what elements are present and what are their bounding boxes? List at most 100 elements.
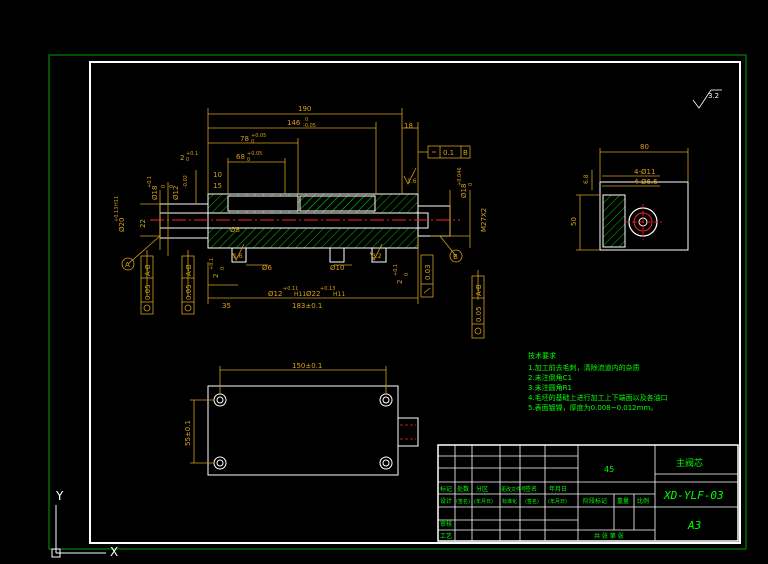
tb-label-design-sign: (签名) [456,498,470,505]
tb-part-name: 主阀芯 [676,457,703,469]
tb-label-process: 工艺 [440,532,452,540]
lower-port-3 [371,247,387,263]
side-holes-1: 4-Ø11 [634,168,655,176]
tb-label-standard-date: (年月日) [548,498,567,505]
dim-length-183: 183±0.1 [292,302,322,310]
dim-bottom-step: 2 [212,274,220,278]
note-3: 3.未注圆角R1 [528,383,572,392]
plan-view: 150±0.1 55±0.1 [184,362,419,476]
tol-dia-20: +0.13 [114,207,120,222]
tb-label-standard-sign: (签名) [525,498,539,505]
fit-dia-22: H11 [333,291,345,298]
svg-text:0.05: 0.05 [185,284,193,300]
dim-length-78: 78 [240,135,249,143]
dim-right-dia-18: Ø18 [460,184,468,198]
ucs-y-label: Y [55,489,64,503]
datum-a: A [121,257,135,271]
roughness-label-3: 3.2 [372,253,382,260]
roughness-label-1: 1.6 [407,178,417,185]
tb-label-zone: 分区 [476,485,488,493]
dim-length-35: 35 [222,302,231,310]
tol-bottom-step-upper: +0.1 [209,258,215,270]
tb-label-date: 年月日 [549,485,567,493]
tol-right-dia-18-lower: 0 [468,183,474,186]
fcf-runout-1: 0.05 A-B [140,255,154,315]
tb-label-design-date: (年月日) [474,498,493,505]
tb-label-sign: 签名 [525,485,537,493]
dim-dia-6: Ø6 [262,264,273,272]
tol-right-dia-18-upper: +0.046 [457,167,463,186]
tb-label-scale: 比例 [637,497,649,505]
side-holes-2: 4-Ø6.6 [634,178,658,186]
dim-22: 22 [139,219,147,228]
tol-left-step-lower: 0 [186,157,189,163]
tb-label-weight: 重量 [617,497,629,505]
dim-dia-12: Ø12 [172,186,180,200]
dim-left-groove: 10 [213,171,222,179]
fcf-parallel: 0.1 B [418,145,471,159]
tol-dia-18-lower: 0 [161,185,167,188]
tb-label-stage: 阶段标记 [583,497,607,505]
tol-bottom-step2-lower: 0 [404,273,410,276]
roughness-symbol-3 [369,243,383,261]
dim-overall-length: 190 [298,105,311,113]
tb-label-standard: 标准化 [502,498,517,505]
tb-sheet-size: A3 [687,519,701,532]
svg-text:0.03: 0.03 [424,264,432,280]
lower-port-2 [329,247,345,263]
side-top-offset: 6.8 [583,174,590,184]
svg-text:3.2: 3.2 [708,92,719,100]
tb-drawing-no: XD-YLF-03 [663,489,724,502]
tol-68-lower: 0 [247,157,250,163]
lower-port-1 [231,247,247,263]
tb-label-design: 设计 [440,497,452,505]
fit-dia-20: H11 [114,196,120,206]
inner-slot-2 [299,195,376,212]
section-view: 190 146 0 -0.05 18 78 +0.05 0 68 +0.05 0… [114,105,488,339]
tb-label-count: 处数 [457,485,469,493]
dim-length-18: 18 [404,122,413,130]
outer-border [48,54,747,550]
roughness-symbol-1 [403,167,417,185]
tol-146-upper: 0 [305,117,308,123]
note-2: 2.未注倒角C1 [528,373,572,382]
tol-bottom-step2-upper: +0.1 [393,264,399,276]
datum-b: B [449,249,463,263]
tol-78-lower: 0 [251,139,254,145]
side-view: 80 50 6.8 4-Ø11 4-Ø6.6 [570,143,689,251]
dim-dia-10: Ø10 [330,264,344,272]
dim-right-m27: M27X2 [480,208,488,232]
plan-spacing-x: 150±0.1 [292,362,322,370]
roughness-symbol-2 [231,243,245,261]
tol-dia-12-h11: +0.11 [283,286,298,292]
svg-text:0.05: 0.05 [144,284,152,300]
tol-left-step-upper: +0.1 [186,151,198,157]
title-block: 标记 处数 分区 更改文件号 签名 年月日 设计 (签名) (年月日) 标准化 … [437,444,739,542]
tol-dia-12-upper: 0 [169,185,175,188]
tol-dia-18-upper: +0.1 [147,176,153,188]
inner-border [89,61,741,544]
svg-text:B: B [453,253,458,261]
note-4: 4.毛坯的基础上进行加工上下端面以及各油口 [528,393,668,402]
tb-label-sheets: 共 张 第 张 [594,532,624,540]
ucs-x-label: X [110,545,118,559]
tol-146-lower: -0.05 [303,123,316,129]
tb-label-change-doc: 更改文件号 [501,486,526,493]
notes-heading: 技术要求 [528,351,556,360]
fcf-runout-2: 0.05 A-B [181,255,195,315]
dim-dia-22: Ø22 [306,290,320,298]
technical-notes: 技术要求 1.加工前去毛刺，清除流道内的杂质 2.未注倒角C1 3.未注圆角R1… [528,351,668,412]
dim-length-146: 146 [287,119,301,127]
tol-68-upper: +0.05 [247,151,262,157]
dim-dia-20: Ø20 [118,218,126,232]
dim-length-68: 68 [236,153,245,161]
svg-text:A: A [125,261,130,269]
dim-bottom-step2: 2 [396,280,404,284]
dim-dia-8: Ø8 [230,226,240,234]
svg-text:0.1: 0.1 [443,149,454,157]
side-width: 80 [640,143,649,151]
corner-roughness: 3.2 [692,89,722,109]
plan-spacing-y: 55±0.1 [184,420,192,446]
svg-text:A-B: A-B [185,264,193,276]
